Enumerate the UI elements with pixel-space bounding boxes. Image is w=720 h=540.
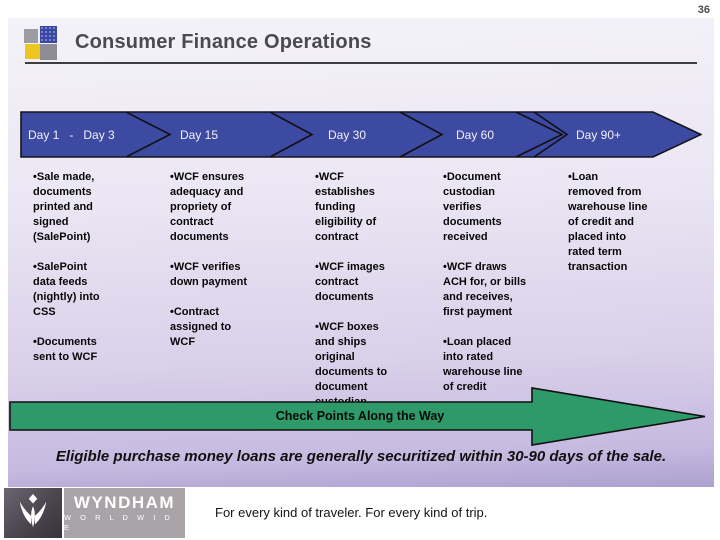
timeline-stage-column-5: Loan removed from warehouse line of cred… [568,170,668,290]
stage-label-day60: Day 60 [456,128,494,142]
page-number: 36 [697,4,710,16]
brand-box: WYNDHAM W O R L D W I D E [64,488,185,538]
summary-statement: Eligible purchase money loans are genera… [55,448,667,465]
bullet-item: Document custodian verifies documents re… [443,170,567,245]
chevron-separator-icon [399,111,444,158]
bullet-item: WCF establishes funding eligibility of c… [315,170,415,245]
stage-label-day1-3: Day 1 - Day 3 [28,128,115,142]
bullet-item: Sale made, documents printed and signed … [33,170,129,245]
stage-label-day90: Day 90+ [576,128,621,142]
bullet-item: Loan removed from warehouse line of cred… [568,170,668,275]
timeline-stage-column-2: WCF ensures adequacy and propriety of co… [170,170,276,365]
checkpoint-arrow-graphic: Check Points Along the Way [9,387,706,446]
chevron-separator-icon [533,111,569,158]
blue-dotted-square-icon [40,26,57,43]
yellow-square-icon [25,44,40,59]
wyndham-logo-box [4,488,62,538]
timeline-stage-column-4: Document custodian verifies documents re… [443,170,567,410]
bullet-item: WCF images contract documents [315,260,415,305]
timeline-stage-column-3: WCF establishes funding eligibility of c… [315,170,415,425]
bullet-item: WCF draws ACH for, or bills and receives… [443,260,567,320]
green-arrow-shape [9,387,706,446]
bullet-item: WCF verifies down payment [170,260,276,290]
brand-name: WYNDHAM [73,492,176,512]
slide-title: Consumer Finance Operations [75,31,372,53]
gray-square-icon [40,44,57,60]
brand-subname: W O R L D W I D E [64,512,174,532]
chevron-separator-icon [269,111,314,158]
chevron-separator-icon [125,111,172,158]
bullet-item: Loan placed into rated warehouse line of… [443,335,567,395]
bullet-item: Contract assigned to WCF [170,305,276,350]
timeline-banner-graphic: Day 1 - Day 3 Day 15 Day 30 Day 60 Day 9… [20,111,702,158]
bullet-item: Documents sent to WCF [33,335,129,365]
slide-canvas: Consumer Finance Operations Day 1 - Day … [8,18,714,487]
title-underline [25,62,697,64]
bullet-item: SalePoint data feeds (nightly) into CSS [33,260,129,320]
chevron-separator-icon [515,111,564,158]
timeline-arrow-shape [20,111,702,158]
stage-label-day15: Day 15 [180,128,218,142]
bullet-item: WCF ensures adequacy and propriety of co… [170,170,276,245]
title-squares-icon [24,26,58,60]
gray-square-icon [24,29,38,43]
timeline-stage-column-1: Sale made, documents printed and signed … [33,170,129,380]
wyndham-logo-icon [19,494,47,528]
stage-label-day30: Day 30 [328,128,366,142]
footer-tagline: For every kind of traveler. For every ki… [215,505,488,520]
checkpoint-arrow-label: Check Points Along the Way [276,409,445,423]
